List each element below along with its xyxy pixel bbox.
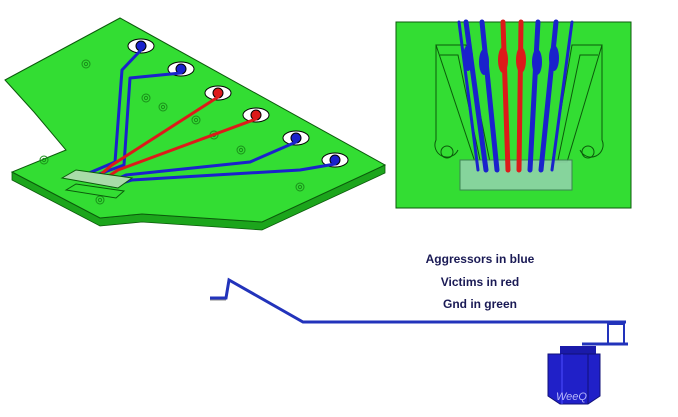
sma-connector: [547, 346, 601, 405]
flex-connector: [60, 169, 134, 199]
via-holes: [39, 59, 305, 205]
legend-ground: Gnd in green: [442, 297, 517, 311]
profile-board-end: [607, 323, 625, 345]
legend-victims: Victims in red: [440, 275, 520, 289]
connector-pads: [127, 38, 349, 168]
legend-aggressors: Aggressors in blue: [425, 252, 535, 266]
pcb-isometric-view: [4, 17, 387, 231]
pcb-traces: [80, 48, 337, 188]
zoom-traces: [457, 19, 574, 173]
trace-bulges: [463, 45, 559, 75]
profile-lines: [210, 277, 626, 324]
watermark: WeeQ: [556, 391, 587, 403]
